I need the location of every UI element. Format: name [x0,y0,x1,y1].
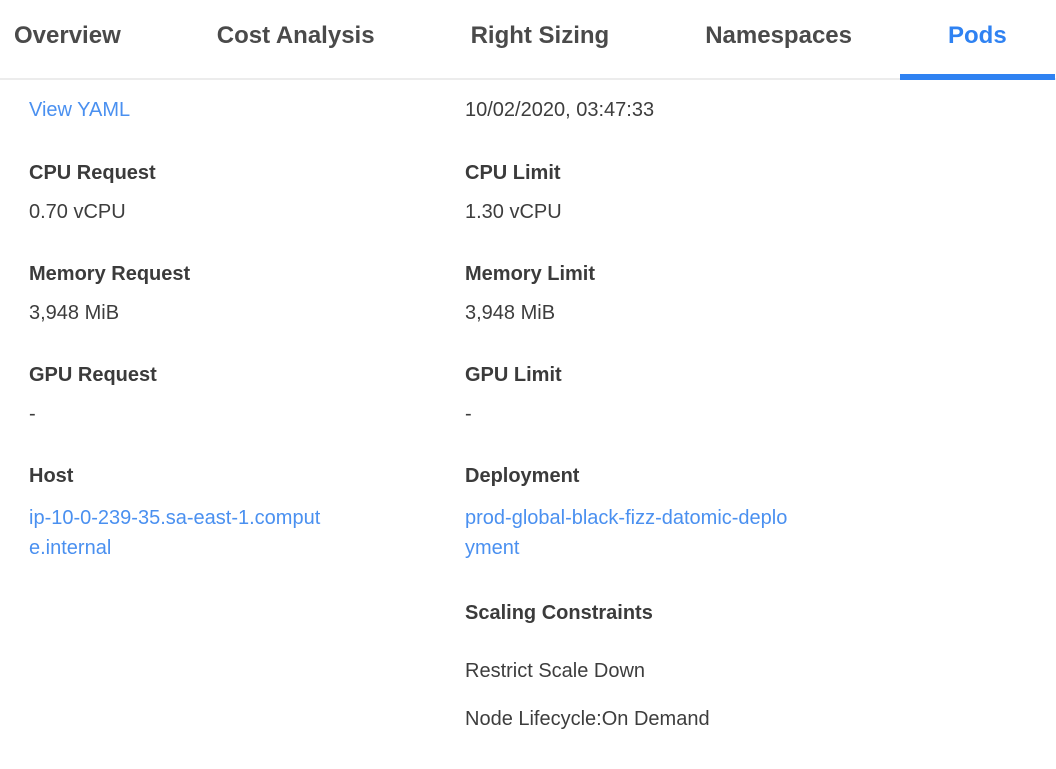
pod-start-timestamp: 10/02/2020, 03:47:33 [465,99,655,121]
tab-right-sizing[interactable]: Right Sizing [470,22,610,49]
cpu-limit-label: CPU Limit [465,162,561,184]
gpu-limit-label: GPU Limit [465,364,562,386]
memory-request-label: Memory Request [29,263,191,285]
field-cpu-request: CPU Request 0.70 vCPU [29,161,465,224]
pod-details-panel: View YAML CPU Request 0.70 vCPU Memory R… [0,80,1056,769]
cpu-request-label: CPU Request [29,162,156,184]
view-yaml-link[interactable]: View YAML [29,99,131,121]
constraint-restrict-scale-down: Restrict Scale Down [465,660,646,682]
field-memory-limit: Memory Limit 3,948 MiB [465,262,1025,325]
tab-cost-analysis[interactable]: Cost Analysis [216,22,375,49]
scaling-constraints-label: Scaling Constraints [465,602,653,624]
deployment-link[interactable]: prod-global-black-fizz-datomic-deploymen… [465,507,788,559]
tab-pods[interactable]: Pods [899,0,1055,80]
cpu-request-value: 0.70 vCPU [29,201,126,223]
field-deployment: Deployment prod-global-black-fizz-datomi… [465,464,1025,563]
details-right-column: 10/02/2020, 03:47:33 CPU Limit 1.30 vCPU… [465,98,1025,769]
memory-limit-value: 3,948 MiB [465,302,556,324]
gpu-request-value: - [29,403,36,425]
field-host: Host ip-10-0-239-35.sa-east-1.compute.in… [29,464,465,563]
field-gpu-request: GPU Request - [29,363,465,426]
host-link[interactable]: ip-10-0-239-35.sa-east-1.compute.interna… [29,507,321,559]
cpu-limit-value: 1.30 vCPU [465,201,562,223]
tab-overview[interactable]: Overview [14,22,121,49]
field-cpu-limit: CPU Limit 1.30 vCPU [465,161,1025,224]
memory-limit-label: Memory Limit [465,263,596,285]
gpu-request-label: GPU Request [29,364,157,386]
constraint-node-lifecycle: Node Lifecycle:On Demand [465,708,710,730]
details-left-column: View YAML CPU Request 0.70 vCPU Memory R… [29,98,465,769]
deployment-label: Deployment [465,465,580,487]
gpu-limit-value: - [465,403,472,425]
tab-bar: Overview Cost Analysis Right Sizing Name… [0,0,1056,80]
field-gpu-limit: GPU Limit - [465,363,1025,426]
scaling-constraints-section: Scaling Constraints Restrict Scale Down … [465,601,1025,731]
host-label: Host [29,465,74,487]
tab-namespaces[interactable]: Namespaces [705,22,852,49]
memory-request-value: 3,948 MiB [29,302,120,324]
field-memory-request: Memory Request 3,948 MiB [29,262,465,325]
